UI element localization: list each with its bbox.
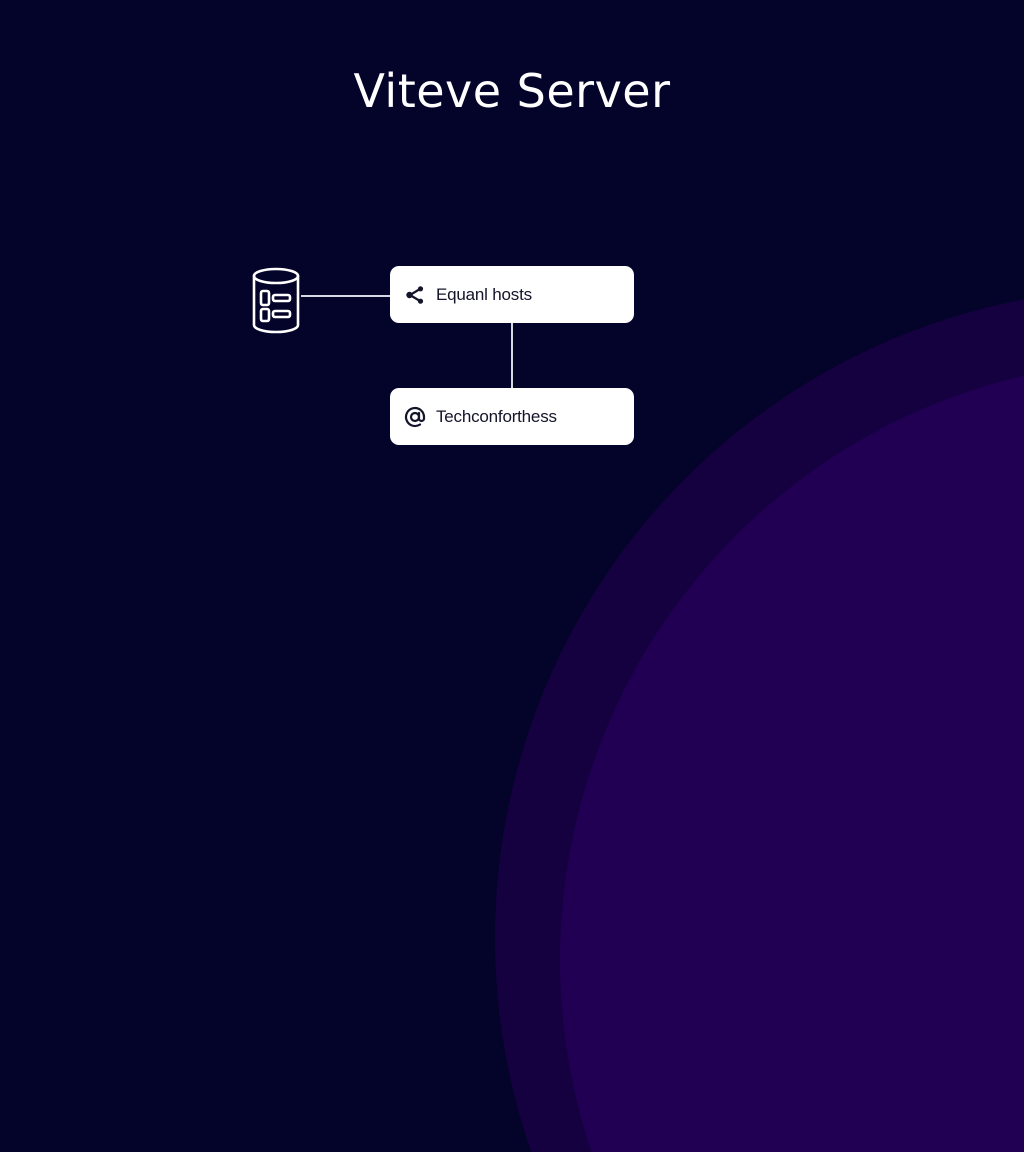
node-equanl-hosts[interactable]: Equanl hosts	[390, 266, 634, 323]
connector-horizontal	[301, 295, 391, 297]
connector-vertical	[511, 323, 513, 388]
node-techconforthess[interactable]: Techconforthess	[390, 388, 634, 445]
page-title: Viteve Server	[353, 64, 671, 118]
share-icon	[404, 284, 426, 306]
node-label: Equanl hosts	[436, 284, 532, 304]
at-sign-icon	[404, 406, 426, 428]
node-label: Techconforthess	[436, 406, 557, 426]
database-icon	[252, 267, 300, 334]
